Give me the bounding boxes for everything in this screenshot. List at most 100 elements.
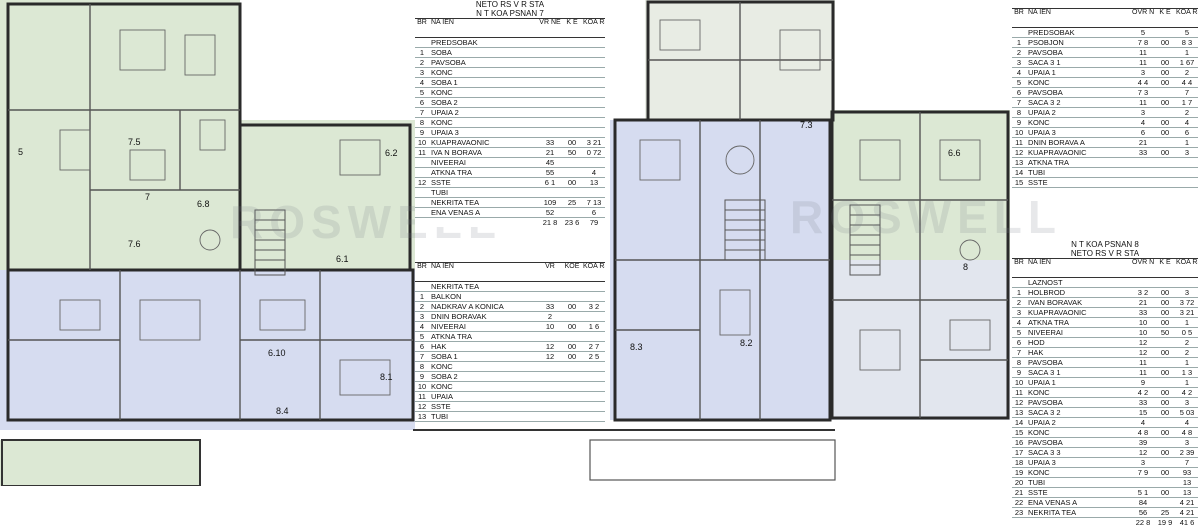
table-cell: 00 <box>1160 288 1170 297</box>
table-cell: 4 4 <box>1137 78 1149 87</box>
table-row: 8 KONC <box>415 118 605 128</box>
table-cell: 19 <box>1014 468 1024 477</box>
table-cell: 1 <box>1184 318 1190 327</box>
table-cell: 4 <box>1016 318 1022 327</box>
table-cell: 10 <box>1014 378 1024 387</box>
table-cell: HOLBROD <box>1028 288 1066 297</box>
table-cell <box>1154 138 1176 147</box>
table-cell <box>583 372 605 381</box>
area-table-mid-middle: BR NA IEN VR KOE KOA RSN NEKRITA TEA1BAL… <box>415 262 605 422</box>
table-cell: 4 <box>1184 118 1190 127</box>
table-cell: 13 <box>1182 488 1192 497</box>
table-cell <box>539 372 561 381</box>
table-cell <box>1154 108 1176 117</box>
table-cell: 2 <box>1184 68 1190 77</box>
col-header: KOA RSN <box>583 263 605 270</box>
table-cell: TUBI <box>431 412 449 421</box>
table-cell: SACA 3 1 <box>1028 368 1061 377</box>
floor-plan-drawing: 7.5 7.6 6.8 6.10 8.4 6.1 8.3 6.2 6.6 8 7… <box>0 0 1010 486</box>
table-cell: 93 <box>1182 468 1192 477</box>
table-cell: 2 39 <box>1179 448 1195 457</box>
table-cell: SACA 3 2 <box>1028 408 1061 417</box>
table-cell: 12 <box>1014 398 1024 407</box>
table-cell: 4 <box>419 78 425 87</box>
table-cell: 23 <box>1014 508 1024 517</box>
col-header: BR <box>417 19 427 26</box>
room-labels: 7.5 7.6 6.8 6.10 8.4 6.1 8.3 6.2 6.6 8 7… <box>18 120 968 416</box>
table-cell: 1 <box>1016 288 1022 297</box>
table-cell: 1 6 <box>588 322 600 331</box>
table-cell <box>561 188 583 197</box>
table-cell: KONC <box>431 118 453 127</box>
col-header: OVR NE <box>1132 259 1154 266</box>
table-cell: 00 <box>567 342 577 351</box>
table-cell <box>1154 458 1176 467</box>
table-cell <box>539 48 561 57</box>
table-cell: 9 <box>1140 378 1146 387</box>
table-cell: 2 <box>1184 338 1190 347</box>
table-cell: 6 <box>1016 88 1022 97</box>
table-cell <box>539 282 561 291</box>
room-label-7-5: 7.5 <box>128 137 141 147</box>
table-cell: 13 <box>1014 158 1024 167</box>
table-cell: IVAN BORAVAK <box>1028 298 1083 307</box>
table-cell: 12 <box>417 402 427 411</box>
table-cell: 109 <box>543 198 557 207</box>
table-cell <box>539 188 561 197</box>
table-cell <box>583 48 605 57</box>
table-cell: 4 <box>591 168 597 177</box>
table-cell: ENA VENAS A <box>431 208 481 217</box>
col-header: BR <box>1014 259 1024 266</box>
table-cell: 9 <box>1016 118 1022 127</box>
table-cell: 13 <box>1182 478 1192 487</box>
table-cell <box>415 158 429 167</box>
table-cell: 00 <box>1160 128 1170 137</box>
table-cell <box>1012 28 1026 37</box>
table-cell: 52 <box>545 208 555 217</box>
table-cell: 18 <box>1014 458 1024 467</box>
table-cell <box>583 292 605 301</box>
table-cell: PREDSOBAK <box>1028 28 1075 37</box>
total-value: 21 8 <box>542 218 558 227</box>
table-cell: 33 <box>545 138 555 147</box>
table-cell: 8 <box>419 118 425 127</box>
table-cell <box>539 88 561 97</box>
table-cell <box>1132 168 1154 177</box>
table-cell <box>1132 158 1154 167</box>
table-cell <box>583 78 605 87</box>
table-cell: 00 <box>1160 318 1170 327</box>
table-cell: 7 <box>1184 88 1190 97</box>
table-cell: KUAPRAVAONIC <box>431 138 490 147</box>
table-row: LAZNOST <box>1012 278 1198 288</box>
table-cell: 16 <box>1014 438 1024 447</box>
table-cell <box>583 362 605 371</box>
table-cell <box>1154 378 1176 387</box>
table-cell: 14 <box>1014 418 1024 427</box>
table-cell: 00 <box>1160 428 1170 437</box>
table-cell: 00 <box>1160 98 1170 107</box>
table-cell: 3 72 <box>1179 298 1195 307</box>
table-cell: DNIN BORAVAK <box>431 312 487 321</box>
table-cell: 8 <box>1016 108 1022 117</box>
table-cell <box>583 332 605 341</box>
table-cell <box>1154 48 1176 57</box>
table-cell: 20 <box>1014 478 1024 487</box>
table-cell <box>583 98 605 107</box>
table-cell <box>1154 178 1176 187</box>
table-cell: NIVEERAI <box>1028 328 1064 337</box>
room-label-6-6: 6.6 <box>948 148 961 158</box>
table-title-line: N T KOA PSNAN 7 <box>476 9 544 18</box>
table-row: TUBI <box>415 188 605 198</box>
table-cell: KONC <box>431 382 453 391</box>
